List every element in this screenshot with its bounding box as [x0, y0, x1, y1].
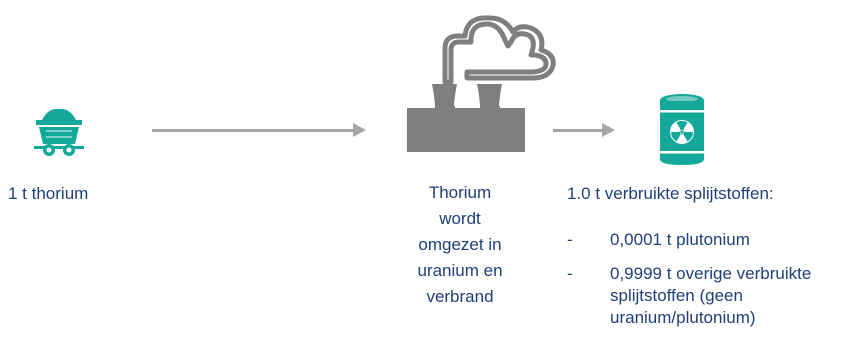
- process-label-line: omgezet in: [418, 235, 502, 254]
- process-label: Thorium wordt omgezet in uranium en verb…: [400, 180, 520, 310]
- list-item-text: 0,9999 t overige verbruikte splijtstoffe…: [610, 264, 812, 327]
- list-item-text: 0,0001 t plutonium: [610, 230, 750, 249]
- arrow-input-to-process: [152, 123, 366, 137]
- list-dash: -: [567, 230, 573, 249]
- process-label-line: wordt: [439, 209, 481, 228]
- arrow-process-to-output: [553, 123, 615, 137]
- process-label-line: Thorium: [428, 183, 492, 202]
- input-label: 1 t thorium: [8, 184, 89, 203]
- list-item: - 0,9999 t overige verbruikte splijtstof…: [567, 263, 857, 329]
- list-dash: -: [567, 264, 573, 283]
- output-heading: 1.0 t verbruikte splijtstoffen:: [567, 184, 774, 203]
- process-label-line: uranium en: [417, 261, 503, 280]
- list-item: - 0,0001 t plutonium: [567, 229, 857, 251]
- power-plant-icon: [405, 10, 560, 160]
- radioactive-barrel-icon: [656, 93, 708, 167]
- mine-cart-icon: [34, 106, 84, 158]
- process-label-line: verbrand: [426, 287, 494, 306]
- output-list: - 0,0001 t plutonium - 0,9999 t overige …: [567, 229, 857, 341]
